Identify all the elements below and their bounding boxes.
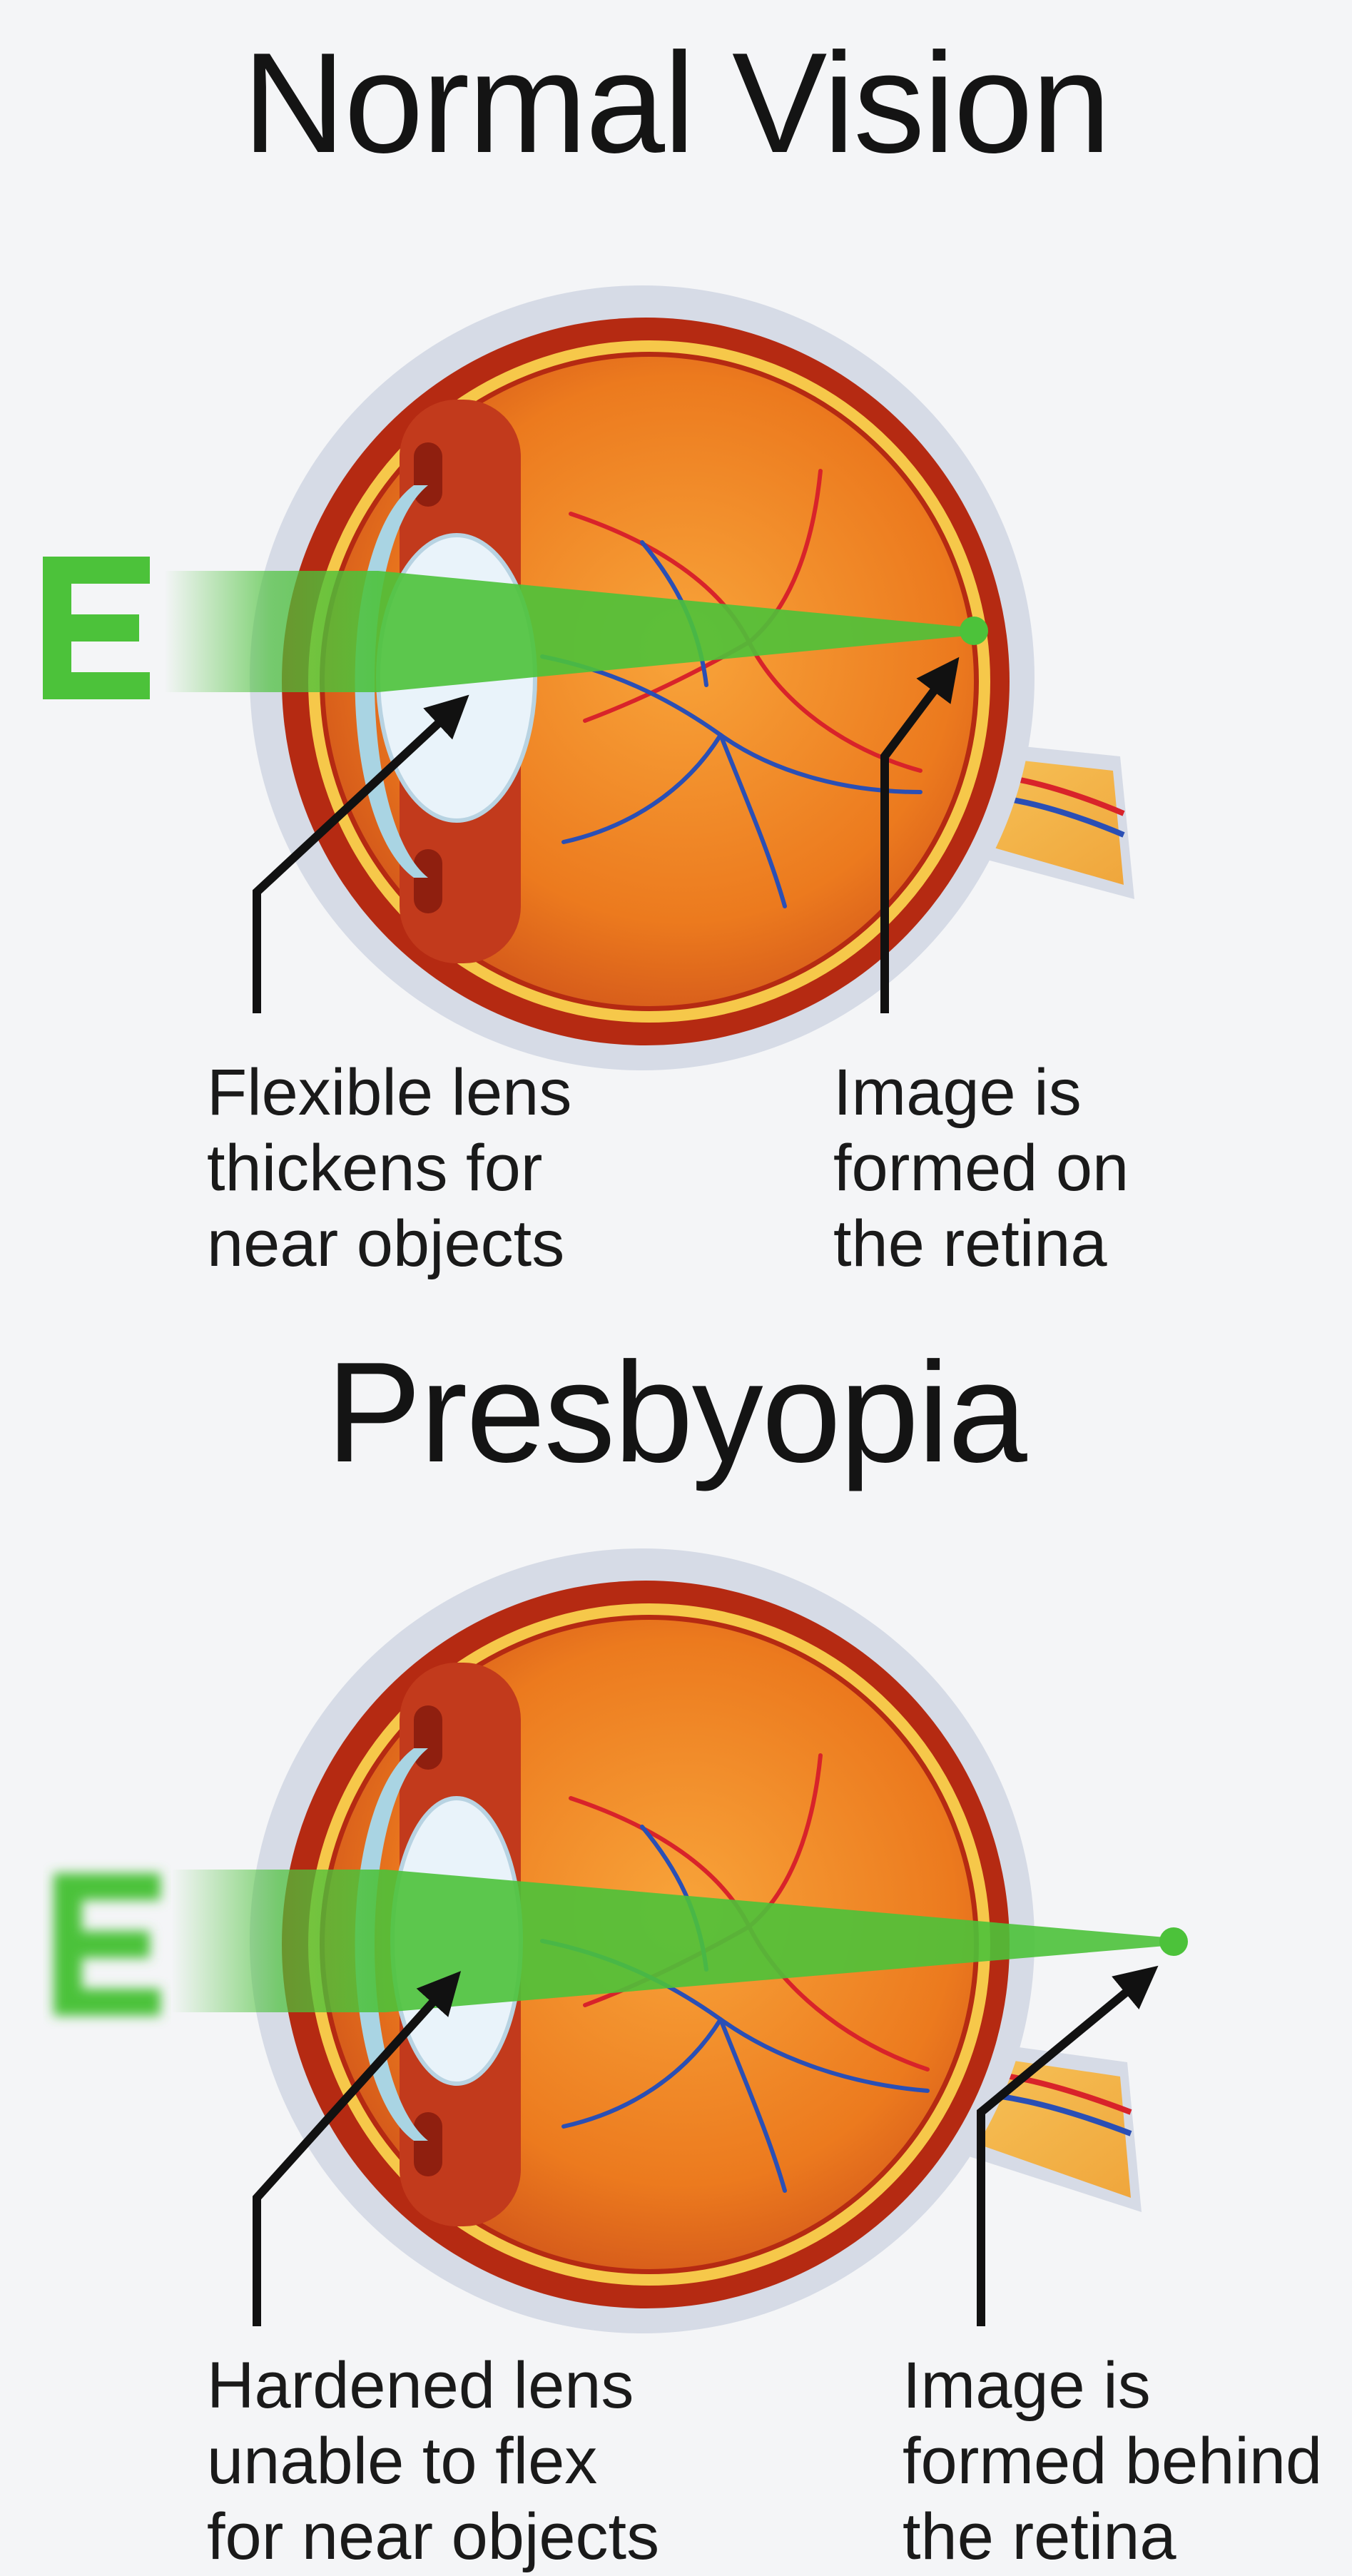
lens-label-line: Hardened lens <box>207 2348 659 2423</box>
image-label-line: Image is <box>903 2348 1322 2423</box>
blurred-eye-chart-letter-e <box>54 1873 161 2016</box>
lens-label-line: for near objects <box>207 2499 659 2575</box>
image-label-line: the retina <box>903 2499 1322 2575</box>
lens-label-presbyopia: Hardened lens unable to flex for near ob… <box>207 2348 659 2575</box>
image-label-presbyopia: Image is formed behind the retina <box>903 2348 1322 2575</box>
image-label-line: formed behind <box>903 2423 1322 2499</box>
lens-label-line: unable to flex <box>207 2423 659 2499</box>
